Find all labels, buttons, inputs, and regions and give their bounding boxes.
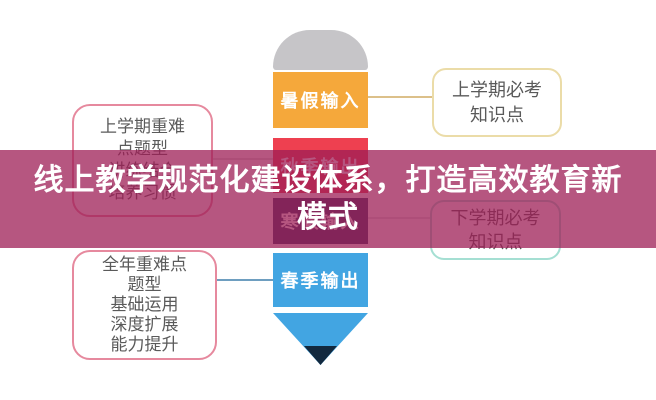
box-line: 能力提升	[110, 335, 179, 354]
box-bottom-left-fullyear-key-topics: 全年重难点 题型 基础运用 深度扩展 能力提升	[72, 250, 217, 360]
box-top-right-semester1-must-know: 上学期必考 知识点	[432, 68, 562, 137]
pencil-lead	[304, 346, 337, 365]
box-line: 上学期重难	[100, 117, 185, 136]
box-line: 深度扩展	[110, 315, 179, 334]
title-banner: 线上教学规范化建设体系，打造高效教育新 模式	[0, 150, 656, 248]
box-line: 基础运用	[110, 295, 179, 314]
connector-summer-to-top-right-box	[368, 96, 432, 98]
pencil-band-spring-output: 春季输出	[273, 253, 368, 307]
pencil-eraser	[273, 30, 368, 70]
box-line: 题型	[127, 275, 162, 294]
band-label-summer-input: 暑假输入	[280, 91, 361, 111]
connector-bottom-left-box-to-spring	[212, 279, 275, 281]
banner-title-line1: 线上教学规范化建设体系，打造高效教育新	[33, 164, 623, 197]
pencil-band-summer-input: 暑假输入	[273, 72, 368, 128]
box-line: 全年重难点	[102, 255, 187, 274]
box-line: 上学期必考	[452, 79, 542, 100]
band-label-spring-output: 春季输出	[280, 271, 361, 291]
banner-title-line2: 模式	[297, 201, 359, 234]
box-line: 知识点	[470, 104, 524, 125]
